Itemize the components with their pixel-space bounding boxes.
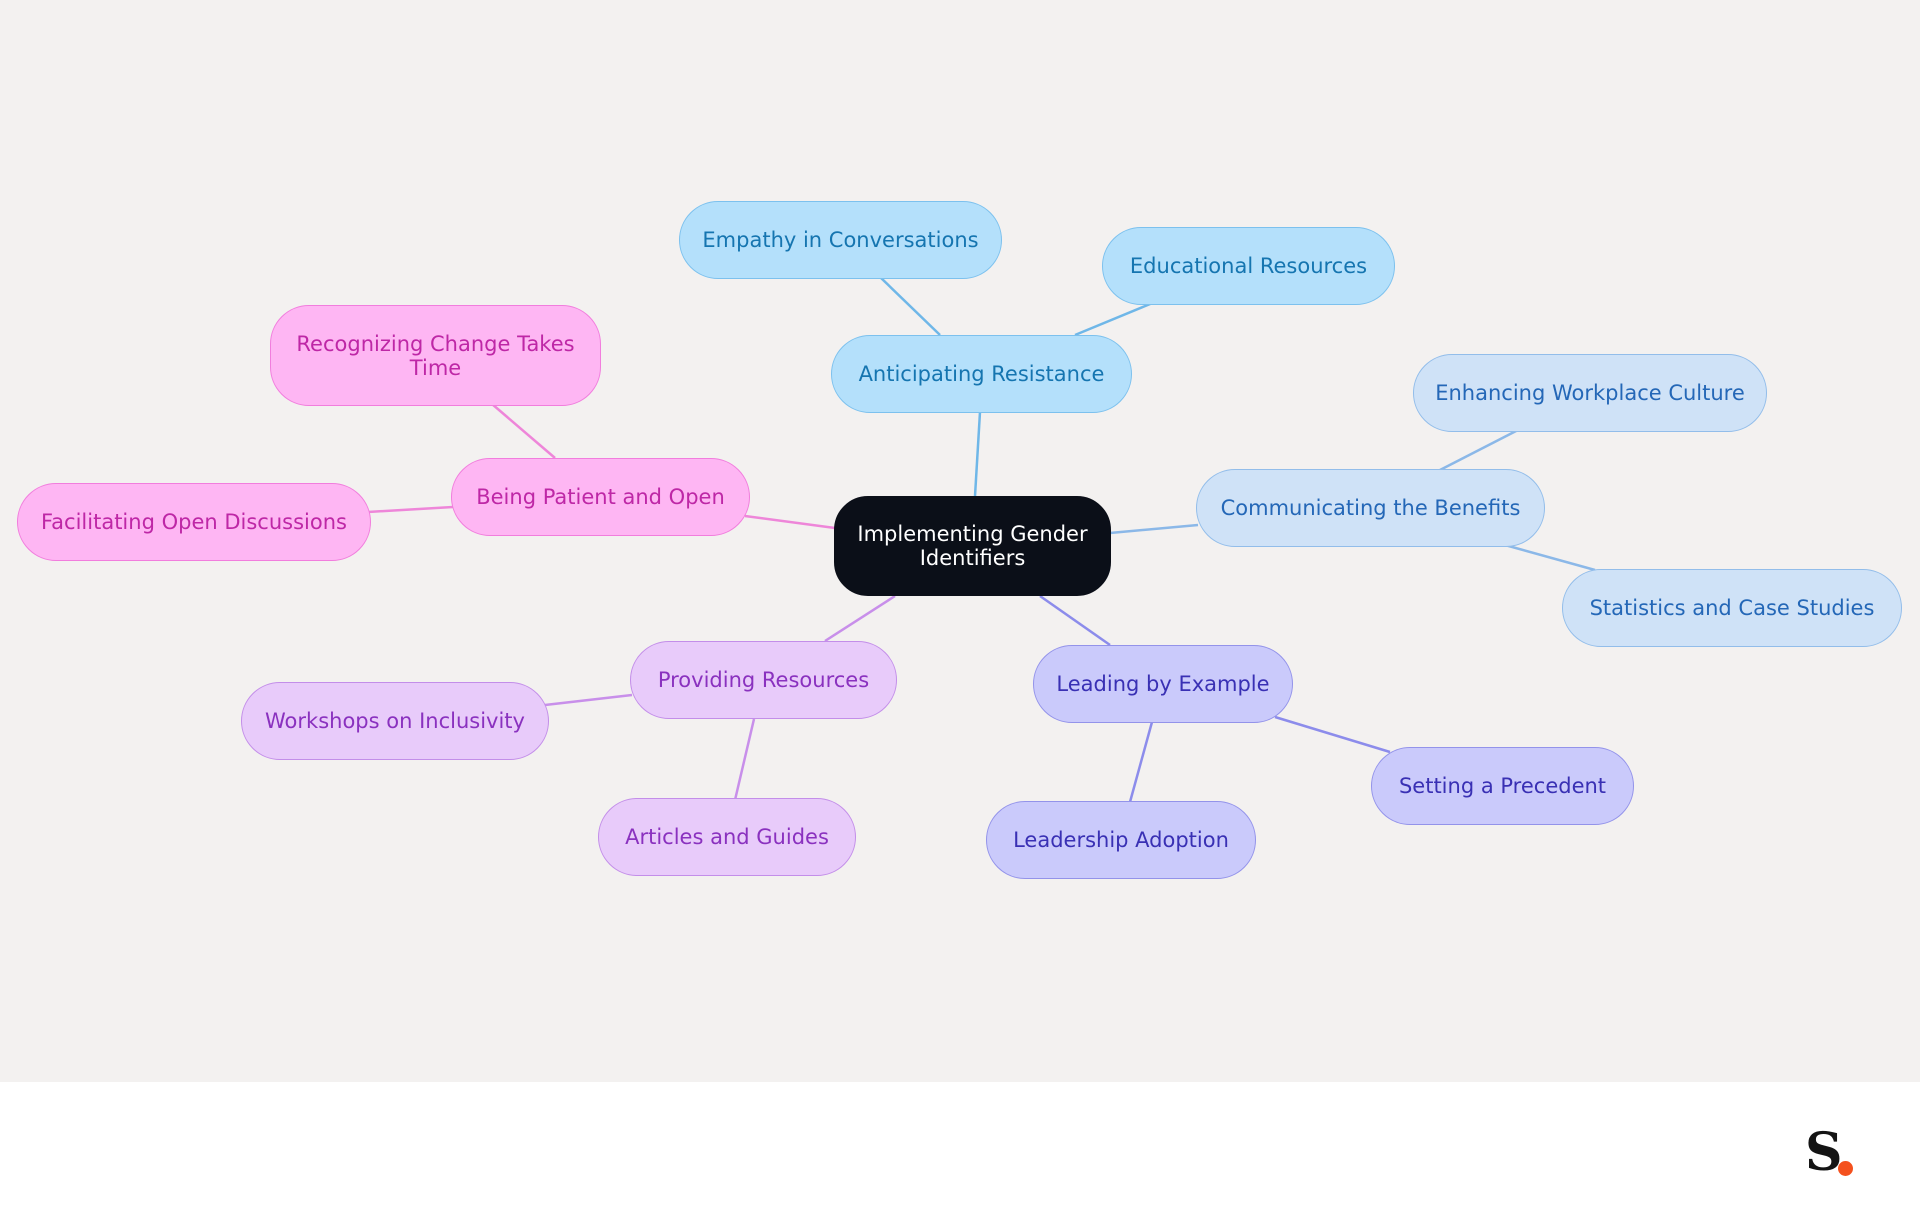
link-articles-and-guides xyxy=(733,718,756,801)
leaf-label: Leadership Adoption xyxy=(1013,828,1229,852)
leaf-node-workshops-on-inclusivity[interactable]: Workshops on Inclusivity xyxy=(241,682,549,760)
link-enhancing-workplace-culture xyxy=(1439,428,1519,472)
link-workshops-on-inclusivity xyxy=(544,693,633,707)
leaf-node-educational-resources[interactable]: Educational Resources xyxy=(1102,227,1395,305)
mindmap-canvas: Implementing Gender Identifiers Anticipa… xyxy=(0,0,1920,1082)
leaf-label: Enhancing Workplace Culture xyxy=(1435,381,1745,405)
brand-logo[interactable]: S xyxy=(1805,1122,1865,1183)
leaf-label: Recognizing Change Takes Time xyxy=(296,331,575,380)
branch-label: Anticipating Resistance xyxy=(858,362,1105,386)
branch-node-providing-resources[interactable]: Providing Resources xyxy=(630,641,897,719)
branch-label: Providing Resources xyxy=(657,668,870,692)
link-root-providing-resources xyxy=(824,594,896,643)
branch-node-anticipating-resistance[interactable]: Anticipating Resistance xyxy=(831,335,1132,413)
leaf-node-empathy-in-conversations[interactable]: Empathy in Conversations xyxy=(679,201,1002,279)
link-root-anticipating-resistance xyxy=(973,411,982,497)
root-node-label: Implementing Gender Identifiers xyxy=(857,522,1088,570)
branch-node-being-patient-and-open[interactable]: Being Patient and Open xyxy=(451,458,750,536)
link-root-leading-by-example xyxy=(1039,594,1111,647)
leaf-label: Statistics and Case Studies xyxy=(1589,596,1875,620)
link-facilitating-discussions xyxy=(367,505,454,514)
leaf-label: Facilitating Open Discussions xyxy=(41,510,347,534)
s-dot-logo-icon: S xyxy=(1805,1122,1843,1183)
leaf-node-recognizing-change-takes-time[interactable]: Recognizing Change Takes Time xyxy=(270,305,601,406)
leaf-node-facilitating-open-discussions[interactable]: Facilitating Open Discussions xyxy=(17,483,371,561)
branch-label: Leading by Example xyxy=(1056,672,1270,696)
leaf-node-articles-and-guides[interactable]: Articles and Guides xyxy=(598,798,856,876)
branch-node-leading-by-example[interactable]: Leading by Example xyxy=(1033,645,1293,723)
logo-dot-icon xyxy=(1838,1161,1853,1176)
link-root-being-patient xyxy=(744,514,836,530)
root-node[interactable]: Implementing Gender Identifiers xyxy=(834,496,1111,596)
leaf-node-leadership-adoption[interactable]: Leadership Adoption xyxy=(986,801,1256,879)
leaf-node-statistics-and-case-studies[interactable]: Statistics and Case Studies xyxy=(1562,569,1902,647)
link-leadership-adoption xyxy=(1128,721,1154,803)
leaf-node-enhancing-workplace-culture[interactable]: Enhancing Workplace Culture xyxy=(1413,354,1767,432)
link-educational-resources xyxy=(1074,300,1156,337)
link-setting-a-precedent xyxy=(1274,715,1391,754)
link-statistics-case-studies xyxy=(1504,543,1596,572)
leaf-node-setting-a-precedent[interactable]: Setting a Precedent xyxy=(1371,747,1634,825)
leaf-label: Empathy in Conversations xyxy=(702,228,979,252)
branch-node-communicating-the-benefits[interactable]: Communicating the Benefits xyxy=(1196,469,1545,547)
link-empathy-in-conversations xyxy=(879,276,941,336)
connector-lines xyxy=(367,276,1596,803)
branch-label: Communicating the Benefits xyxy=(1220,496,1521,520)
branch-label: Being Patient and Open xyxy=(476,485,725,509)
leaf-label: Setting a Precedent xyxy=(1398,774,1607,798)
leaf-label: Educational Resources xyxy=(1129,254,1368,278)
link-recognizing-change xyxy=(491,403,556,459)
leaf-label: Articles and Guides xyxy=(625,825,829,849)
footer-bar xyxy=(0,1082,1920,1215)
leaf-label: Workshops on Inclusivity xyxy=(265,709,525,733)
link-root-communicating-benefits xyxy=(1109,523,1199,535)
